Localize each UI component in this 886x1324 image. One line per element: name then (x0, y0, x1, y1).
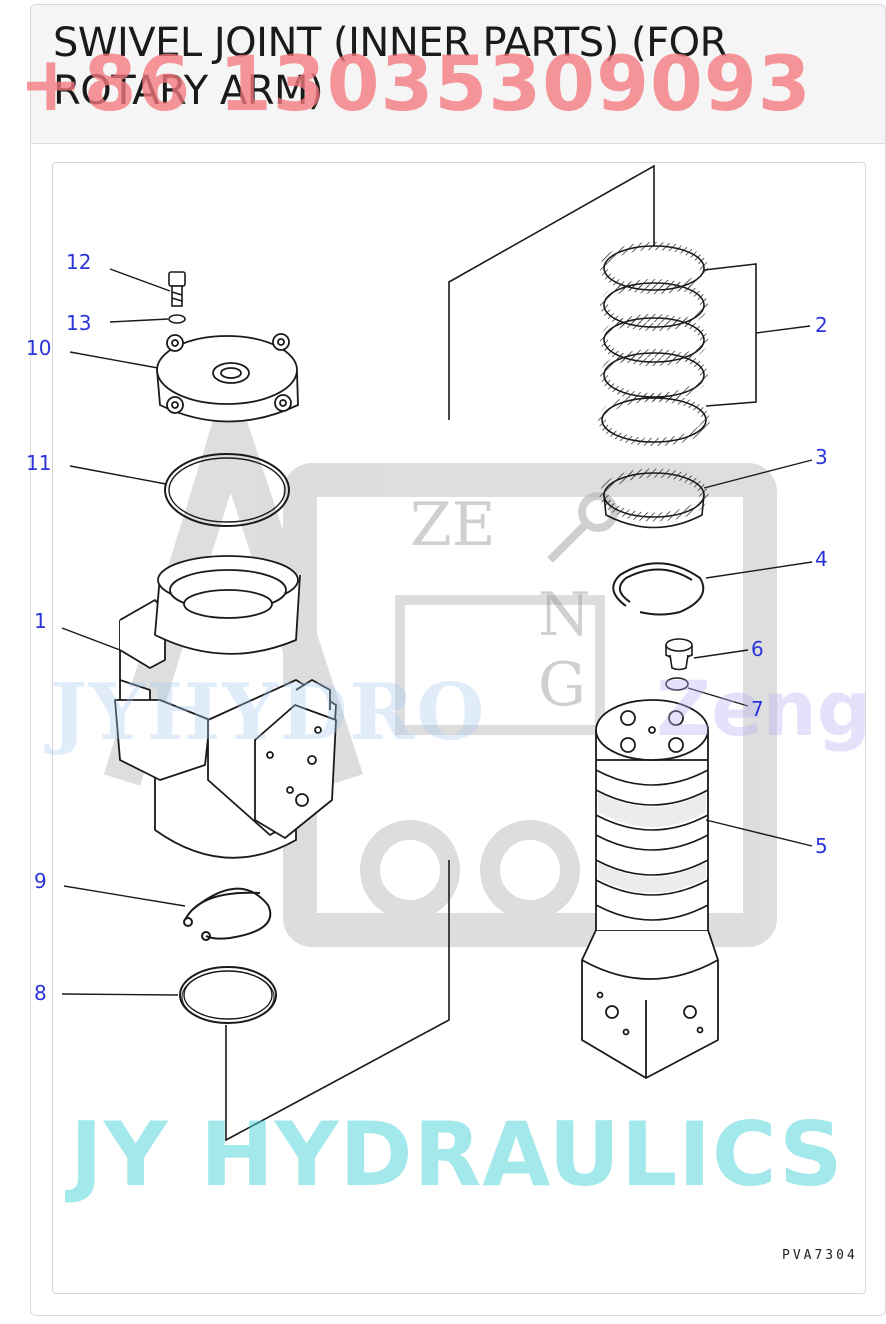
page-title: SWIVEL JOINT (INNER PARTS) (FOR ROTARY A… (53, 20, 727, 114)
callout-8: 8 (34, 981, 47, 1005)
callout-3: 3 (815, 445, 828, 469)
seal-ring-icon (179, 966, 277, 1024)
plug-icon (665, 638, 693, 671)
bolt-icon (168, 271, 186, 307)
callout-11: 11 (26, 451, 52, 475)
callout-4: 4 (815, 547, 828, 571)
callout-9: 9 (34, 869, 47, 893)
cover-icon (156, 333, 299, 423)
swivel-body-icon (114, 555, 337, 859)
callout-2: 2 (815, 313, 828, 337)
callout-13: 13 (66, 311, 92, 335)
small-o-ring-icon (665, 677, 689, 691)
callout-5: 5 (815, 834, 828, 858)
callout-6: 6 (751, 637, 764, 661)
jyhydro-watermark: JYHYDRO (50, 667, 487, 758)
drawing-code: PVA7304 (782, 1248, 858, 1263)
retaining-ring-icon (612, 562, 705, 616)
washer-icon (168, 314, 186, 324)
phone-watermark: +86 13035309093 (19, 39, 812, 128)
rotor-shaft-icon (581, 699, 719, 1079)
o-ring-icon (164, 453, 290, 527)
assembly-leader-lines (225, 164, 655, 1142)
callout-leader-lines (61, 268, 813, 996)
logo-letter-ze: ZE (410, 490, 496, 560)
callout-12: 12 (66, 250, 92, 274)
callout-10: 10 (26, 336, 52, 360)
callout-1: 1 (34, 609, 47, 633)
snap-ring-icon (183, 887, 272, 941)
card-header: SWIVEL JOINT (INNER PARTS) (FOR ROTARY A… (19, 5, 885, 144)
wear-ring-icon (599, 468, 709, 529)
zeng-watermark: Zeng (656, 664, 872, 753)
callout-7: 7 (751, 697, 764, 721)
logo-letter-g: G (538, 650, 586, 720)
seal-stack-icon (598, 242, 757, 446)
logo-letter-n: N (538, 580, 591, 650)
jy-hydraulics-watermark: JY HYDRAULICS (70, 1103, 844, 1206)
